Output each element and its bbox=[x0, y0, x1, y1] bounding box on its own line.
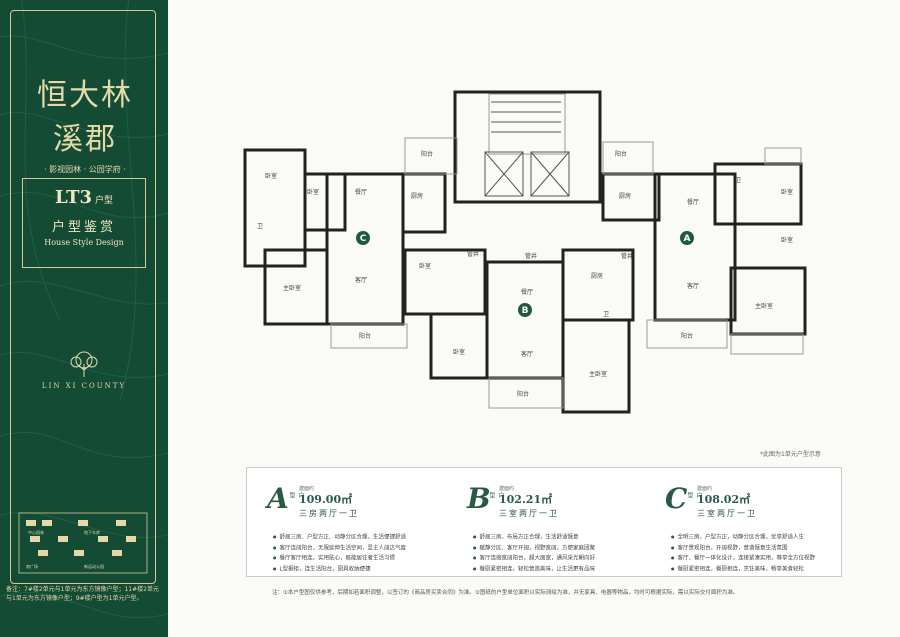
room-label: 主卧室 bbox=[589, 370, 607, 378]
keyplan-label: 新运动公园 bbox=[84, 563, 104, 569]
room-label: 管井 bbox=[525, 252, 537, 260]
room-label: 卫 bbox=[257, 223, 263, 230]
unit-layout: 三室两厅一卫 bbox=[697, 509, 757, 518]
room-label: 客厅 bbox=[687, 282, 699, 290]
room-label: 卧室 bbox=[419, 262, 431, 270]
logo-slogan: · 影视园林 · 公园学府 · bbox=[44, 165, 126, 174]
room-label: 客厅 bbox=[521, 350, 533, 358]
room-label: 卧室 bbox=[265, 172, 277, 180]
room-label: 阳台 bbox=[421, 150, 433, 158]
unit-markers: C B A bbox=[356, 231, 694, 317]
unit-features: 全明三房，户型方正，动静分区合理，优享舒适人生 客厅景观阳台，开阔视野，营造惬意… bbox=[671, 532, 841, 574]
keyplan-label: 中心园林 bbox=[28, 529, 44, 535]
brand-name-en: LIN XI COUNTY bbox=[41, 382, 127, 390]
room-label: 餐厅 bbox=[355, 188, 367, 196]
unit-features: 舒居三房、户型方正、动静分区合理，生活便捷舒适 客厅连阔阳台，无限延伸生活空间，… bbox=[273, 532, 443, 574]
unit-marker-a: A bbox=[684, 234, 691, 244]
room-label: 阳台 bbox=[615, 150, 627, 158]
room-label: 客厅 bbox=[355, 276, 367, 284]
room-label: 卧室 bbox=[781, 236, 793, 244]
room-label: 管井 bbox=[621, 252, 633, 260]
panel-border bbox=[10, 10, 156, 584]
room-label: 卧室 bbox=[781, 188, 793, 196]
disclaimer: 注：①本户型图仅供参考，后期如若面积调整，以签订的《商品房买卖合同》为准。②图纸… bbox=[272, 590, 739, 596]
room-label: 餐厅 bbox=[521, 288, 533, 296]
room-label: 厨房 bbox=[411, 192, 423, 200]
unit-layout: 三房两厅一卫 bbox=[299, 509, 359, 518]
unit-info-panel: A 户型 建面约 109.00㎡ 三房两厅一卫 舒居三房、户型方正、动静分区合理… bbox=[246, 467, 842, 577]
room-label: 阳台 bbox=[681, 332, 693, 340]
keyplan-label: 南广场 bbox=[26, 563, 38, 569]
unit-layout: 三室两厅一卫 bbox=[499, 509, 559, 518]
room-label: 餐厅 bbox=[687, 198, 699, 206]
room-label: 阳台 bbox=[359, 332, 371, 340]
unit-marker-c: C bbox=[360, 234, 367, 244]
unit-type-title-en: House Style Design bbox=[44, 238, 124, 247]
keyplan-label: 地下车库 bbox=[84, 529, 100, 535]
unit-type-title: 户型鉴赏 bbox=[51, 220, 116, 235]
unit-area: 109.00㎡ bbox=[299, 493, 353, 506]
room-label: 卧室 bbox=[307, 188, 319, 196]
unit-letter: A bbox=[267, 482, 289, 515]
brand-logo: 恒大林溪郡 · 影视园林 · 公园学府 · bbox=[30, 70, 140, 175]
unit-features: 舒居三房，布局方正合理，生活舒适惬意 赋静分区、客厅开阔，视野宽阔，方便家庭团聚… bbox=[473, 532, 643, 574]
unit-letter: C bbox=[665, 482, 688, 515]
room-label: 卧室 bbox=[453, 348, 465, 356]
room-label: 卫 bbox=[603, 311, 609, 318]
site-keyplan: 中心园林 地下车库 南广场 新运动公园 bbox=[18, 512, 148, 574]
room-label: 厨房 bbox=[591, 272, 603, 280]
room-label: 卫 bbox=[735, 177, 741, 184]
unit-letter: B bbox=[467, 482, 491, 515]
tree-icon bbox=[70, 351, 98, 377]
room-label: 管井 bbox=[467, 250, 479, 258]
plan-note: *此图为1单元户型示意 bbox=[760, 451, 821, 458]
room-label: 阳台 bbox=[517, 390, 529, 398]
room-label: 主卧室 bbox=[283, 284, 301, 292]
room-label: 厨房 bbox=[619, 192, 631, 200]
room-label: 主卧室 bbox=[755, 302, 773, 310]
floor-plan: 卧室 卧室 卫 主卧室 餐厅 客厅 厨房 阳台 卧室 阳台 管井 餐厅 客厅 阳… bbox=[243, 90, 807, 414]
unit-area: 102.21㎡ bbox=[499, 493, 553, 506]
unit-area: 108.02㎡ bbox=[697, 493, 751, 506]
unit-marker-b: B bbox=[522, 306, 529, 316]
building-footnote: 备注：7#楼2单元与1单元为东方镜像户型；11#楼2单元与1单元为东方镜像户型；… bbox=[6, 586, 159, 602]
logo-text: 恒大林溪郡 bbox=[37, 78, 133, 157]
